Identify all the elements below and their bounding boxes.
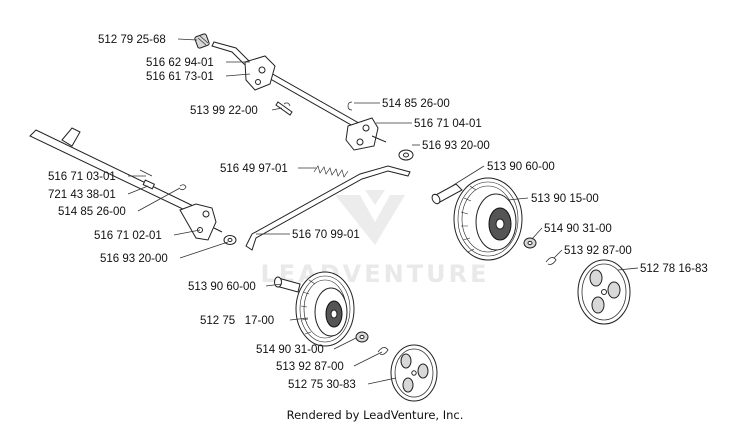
rear-wheel bbox=[453, 177, 523, 261]
rear-clip bbox=[545, 257, 557, 265]
callout-513-99-22-00: 513 99 22-00 bbox=[190, 105, 258, 117]
connecting-rod bbox=[245, 165, 411, 251]
callout-512-75-17-00: 512 75 17-00 bbox=[200, 315, 274, 327]
left-bracket bbox=[179, 203, 223, 241]
cotter-pin-top bbox=[347, 101, 353, 111]
leader-lines bbox=[127, 38, 639, 385]
washer-right bbox=[398, 149, 414, 161]
callout-514-85-26-00-left: 514 85 26-00 bbox=[58, 206, 126, 218]
tension-spring bbox=[313, 165, 349, 178]
lever-knob bbox=[194, 33, 210, 49]
right-bracket bbox=[345, 117, 387, 151]
callout-516-49-97-01: 516 49 97-01 bbox=[220, 163, 288, 175]
spring-pin bbox=[275, 101, 293, 116]
callout-516-61-73-01: 516 61 73-01 bbox=[146, 71, 214, 83]
front-wheel bbox=[295, 271, 355, 347]
callout-516-71-02-01: 516 71 02-01 bbox=[94, 230, 162, 242]
watermark-logo-icon bbox=[335, 190, 405, 245]
callout-516-71-03-01: 516 71 03-01 bbox=[48, 171, 116, 183]
callout-514-85-26-00-top: 514 85 26-00 bbox=[382, 98, 450, 110]
callout-516-93-20-00-right: 516 93 20-00 bbox=[422, 140, 490, 152]
callout-512-75-30-83: 512 75 30-83 bbox=[288, 379, 356, 391]
callout-516-93-20-00-left: 516 93 20-00 bbox=[100, 253, 168, 265]
rear-wheel-bolt bbox=[431, 183, 463, 205]
parts bbox=[29, 33, 631, 402]
callout-513-90-60-00-front: 513 90 60-00 bbox=[188, 281, 256, 293]
cotter-pin-left bbox=[179, 184, 187, 191]
rear-nut bbox=[523, 237, 537, 249]
callout-513-92-87-00-front: 513 92 87-00 bbox=[276, 361, 344, 373]
front-hubcap bbox=[390, 344, 438, 402]
callout-721-43-38-01: 721 43 38-01 bbox=[48, 189, 116, 201]
callout-512-79-25-68: 512 79 25-68 bbox=[98, 34, 166, 46]
render-credit: Rendered by LeadVenture, Inc. bbox=[287, 408, 464, 422]
callout-labels: 512 79 25-68 516 62 94-01 516 61 73-01 5… bbox=[48, 34, 708, 391]
callout-514-90-31-00-front: 514 90 31-00 bbox=[256, 344, 324, 356]
roll-pin bbox=[142, 179, 156, 190]
callout-513-90-15-00: 513 90 15-00 bbox=[531, 193, 599, 205]
callout-513-90-60-00-rear: 513 90 60-00 bbox=[487, 161, 555, 173]
callout-516-71-04-01: 516 71 04-01 bbox=[414, 118, 482, 130]
callout-513-92-87-00-rear: 513 92 87-00 bbox=[564, 245, 632, 257]
callout-512-78-16-83: 512 78 16-83 bbox=[640, 263, 708, 275]
callout-514-90-31-00-rear: 514 90 31-00 bbox=[544, 223, 612, 235]
callout-516-62-94-01: 516 62 94-01 bbox=[146, 57, 214, 69]
front-nut bbox=[355, 331, 369, 343]
rear-hubcap bbox=[577, 259, 631, 325]
front-clip bbox=[377, 347, 389, 355]
callout-516-70-99-01: 516 70 99-01 bbox=[292, 229, 360, 241]
